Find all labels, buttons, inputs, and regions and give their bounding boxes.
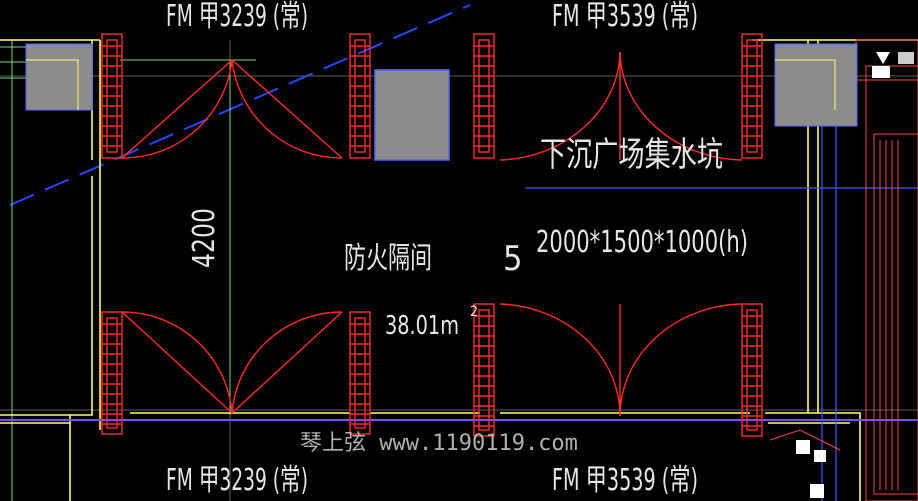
dimension-4200: 4200	[187, 208, 222, 268]
door-jamb-inner	[354, 317, 366, 429]
door-jamb-inner	[106, 317, 118, 429]
door-jamb-inner	[746, 309, 758, 431]
watermark: 琴上弦 www.1190119.com	[300, 431, 578, 456]
pit-size: 2000*1500*1000(h)	[536, 225, 748, 260]
door-jamb	[741, 303, 763, 437]
room-name: 防火隔间	[344, 241, 432, 276]
door-jamb-inner	[478, 309, 490, 431]
right-axis-lines	[525, 45, 918, 501]
door-jambs	[101, 33, 763, 437]
door-swings	[121, 51, 743, 417]
room-area-superscript: 2	[470, 304, 478, 320]
axis-line-blue	[9, 4, 471, 206]
right-symbols	[769, 39, 918, 498]
door-jamb	[349, 311, 371, 435]
column-top-left	[25, 43, 93, 111]
door-label-bottom-left: FM 甲3239 (常)	[166, 463, 308, 498]
right-structure	[865, 65, 918, 501]
door-jamb	[101, 311, 123, 435]
door-label-top-right: FM 甲3539 (常)	[552, 0, 698, 34]
pit-name: 下沉广场集水坑	[540, 135, 723, 175]
column-top-right	[774, 43, 858, 127]
room-number: 5	[503, 239, 522, 279]
columns	[25, 43, 858, 161]
column-center	[374, 69, 450, 161]
door-jamb	[473, 303, 495, 437]
door-label-bottom-right: FM 甲3539 (常)	[552, 463, 698, 498]
door-label-top-left: FM 甲3239 (常)	[166, 0, 308, 34]
room-area: 38.01m	[385, 311, 459, 341]
